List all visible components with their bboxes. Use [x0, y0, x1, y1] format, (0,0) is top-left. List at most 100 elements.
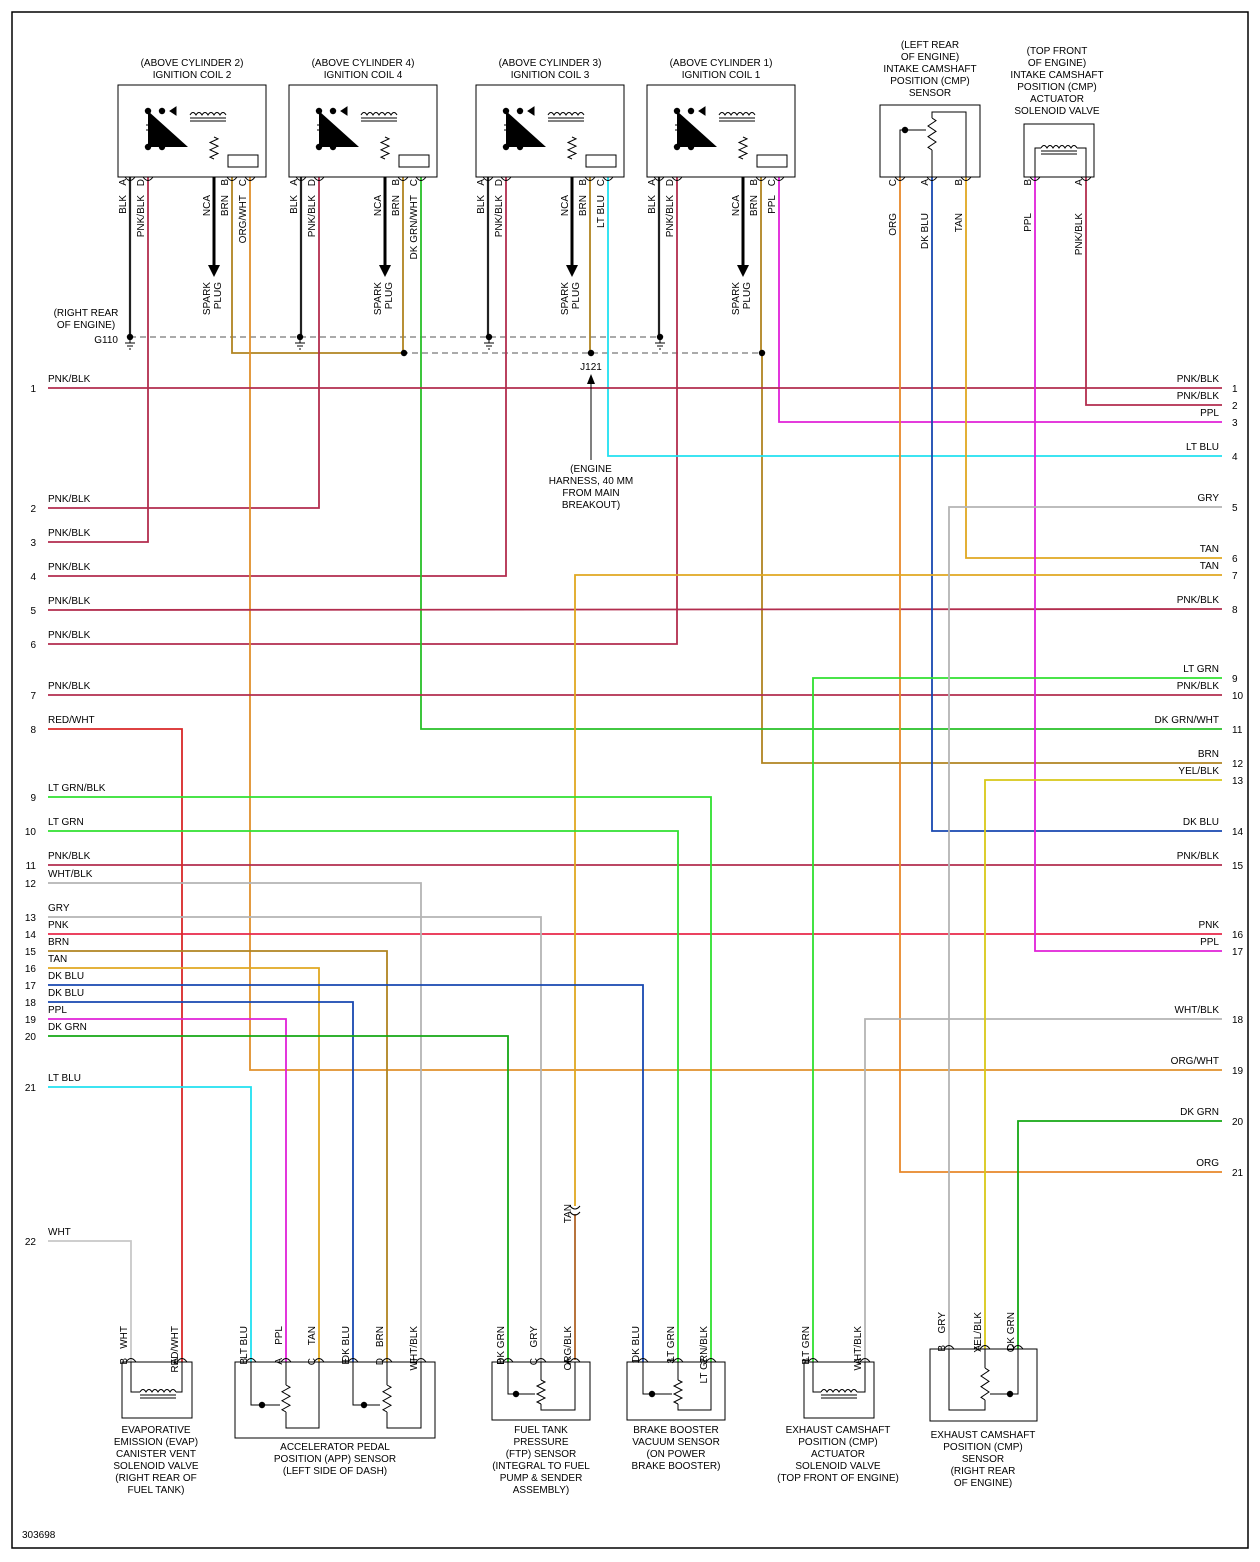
coil-terminal: [584, 176, 596, 181]
coil-wire-label: PNK/BLK: [665, 195, 676, 238]
sensor-terminal: [926, 176, 938, 181]
coil-terminal: [295, 176, 307, 181]
coil-wire-label: BLK: [289, 195, 300, 214]
left-wire-label: PNK/BLK: [48, 494, 91, 505]
coil-terminal: [244, 176, 256, 181]
splice-note: BREAKOUT): [562, 500, 620, 511]
right-pin-number: 7: [1232, 571, 1238, 582]
coil-name: IGNITION COIL 4: [324, 70, 403, 81]
exhaust-actuator-wire-label: LT GRN: [801, 1326, 812, 1362]
spark-plug-arrow: [379, 265, 391, 277]
left-pin-number: 5: [30, 606, 36, 617]
coil-driver-box: [585, 154, 617, 168]
ground-symbol: [655, 337, 665, 350]
app-terminal: [280, 1358, 292, 1363]
exhaust-sensor-wire-label: DK GRN: [1006, 1312, 1017, 1351]
coil-pin-letter: D: [136, 179, 147, 186]
diode-symbol: [698, 106, 706, 116]
app-wire-label: WHT/BLK: [409, 1326, 420, 1371]
coil-winding: [718, 112, 756, 116]
splice-dot: [1006, 1390, 1014, 1398]
exhaust-cmp-actuator-title: POSITION (CMP): [798, 1437, 877, 1448]
coil-wire-label: PPL: [767, 195, 778, 214]
exhaust-sensor-pin-letter: A: [973, 1345, 984, 1352]
right-wire-label: DK GRN: [1180, 1107, 1219, 1118]
coil-wire-label: BRN: [578, 195, 589, 216]
left-pin-number: 11: [26, 861, 37, 872]
coil-pin-letter: A: [289, 179, 300, 186]
left-wire-label: WHT/BLK: [48, 869, 93, 880]
left-wire-label: PNK/BLK: [48, 528, 91, 539]
evap-terminal: [125, 1358, 137, 1363]
brake-pin-letter: 3: [666, 1358, 677, 1364]
pnk-blk-wire: [48, 177, 507, 577]
evap-title: EMISSION (EVAP): [114, 1437, 198, 1448]
app-title: POSITION (APP) SENSOR: [274, 1454, 396, 1465]
diagram-border: [11, 11, 1249, 1549]
coil-pin-letter: B: [749, 179, 760, 186]
brake-title: VACUUM SENSOR: [632, 1437, 720, 1448]
spark-plug-label: PLUG: [213, 282, 224, 309]
left-wire-label: PPL: [48, 1005, 67, 1016]
gry-wire: [948, 506, 1222, 1349]
ftp-title: (INTEGRAL TO FUEL: [492, 1461, 590, 1472]
coil-pin-letter: C: [596, 179, 607, 186]
dk-blu-wire: [48, 984, 644, 1362]
splice-dot: [315, 107, 323, 115]
left-wire-label: PNK/BLK: [48, 851, 91, 862]
intake-cmp-sensor-title: (LEFT REAR: [901, 40, 959, 51]
coil-terminal: [482, 176, 494, 181]
spark-plug-label: PLUG: [384, 282, 395, 309]
sensor-wire-label: ORG: [888, 213, 899, 236]
intake-cmp-sensor-box: [879, 104, 981, 178]
right-wire-label: TAN: [1200, 544, 1219, 555]
diode-symbol: [687, 129, 695, 135]
coil-name: IGNITION COIL 1: [682, 70, 761, 81]
ftp-terminal: [502, 1358, 514, 1363]
app-terminal: [313, 1358, 325, 1363]
right-pin-number: 15: [1232, 861, 1244, 872]
coil-wire-label: ORG/WHT: [238, 195, 249, 243]
coil-wire-label: BRN: [391, 195, 402, 216]
lt-grn-wire: [812, 677, 1222, 1362]
intake-cmp-sensor-title: POSITION (CMP): [890, 76, 969, 87]
exhaust-sensor-resistor: [980, 1367, 990, 1401]
splice-note: (ENGINE: [570, 464, 612, 475]
left-pin-number: 8: [30, 725, 36, 736]
ignition-coil-box: [475, 84, 625, 178]
wht-blk-wire: [864, 1018, 1222, 1362]
app-resistor: [381, 1384, 393, 1413]
ground-location: (RIGHT REAR: [54, 308, 119, 319]
right-pin-number: 17: [1232, 947, 1244, 958]
evap-solenoid-box: [121, 1361, 193, 1419]
exhaust-actuator-circuit: [812, 1362, 866, 1393]
brake-title: BRAKE BOOSTER: [633, 1425, 719, 1436]
coil-location: (ABOVE CYLINDER 2): [141, 58, 244, 69]
ftp-title: FUEL TANK: [514, 1425, 568, 1436]
inline-wire-label: TAN: [563, 1204, 574, 1223]
splice-dot: [400, 349, 408, 357]
left-pin-number: 19: [25, 1015, 37, 1026]
splice-dot: [687, 143, 695, 151]
brake-title: BRAKE BOOSTER): [632, 1461, 721, 1472]
app-terminal: [381, 1358, 393, 1363]
left-pin-number: 16: [25, 964, 37, 975]
coil-name: IGNITION COIL 2: [153, 70, 232, 81]
coil-driver-box: [398, 154, 430, 168]
left-wire-label: PNK/BLK: [48, 596, 91, 607]
intake-cmp-sensor-title: OF ENGINE): [901, 52, 959, 63]
coil-pin-letter: A: [647, 179, 658, 186]
splice-dot: [144, 107, 152, 115]
ppl-wire: [1034, 177, 1222, 952]
lt-blu-wire: [48, 1086, 252, 1362]
coil-wire-label: BRN: [749, 195, 760, 216]
red-wht-wire: [48, 728, 183, 1362]
coil-name: IGNITION COIL 3: [511, 70, 590, 81]
brake-wire-label: LT GRN/BLK: [699, 1326, 710, 1384]
coil-resistor: [737, 136, 749, 160]
ftp-pin-letter: C: [529, 1358, 540, 1365]
intake-cmp-actuator-title: (TOP FRONT: [1027, 46, 1088, 57]
evap-pin-letter: A: [170, 1358, 181, 1365]
splice-dot: [516, 143, 524, 151]
spark-plug-label: SPARK: [373, 282, 384, 315]
